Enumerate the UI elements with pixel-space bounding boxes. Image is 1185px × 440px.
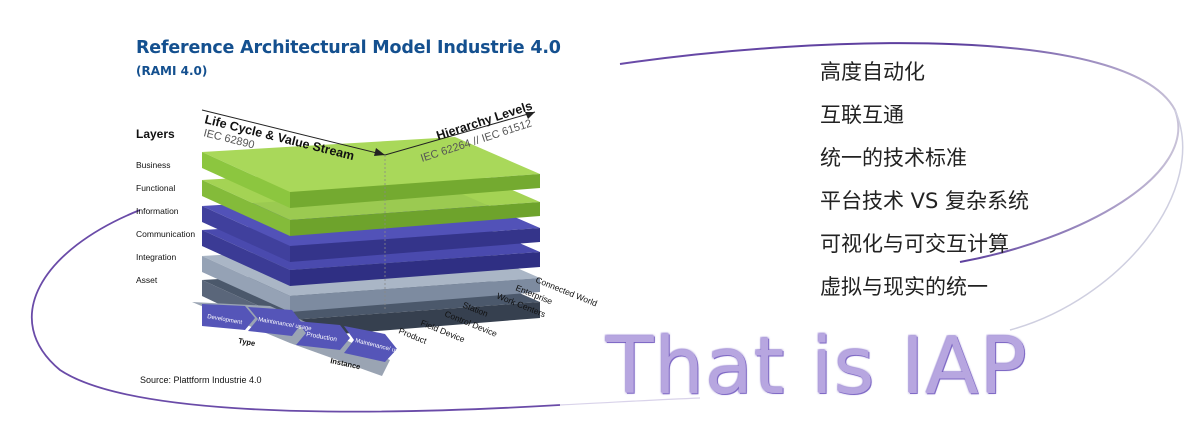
list-item: 虚拟与现实的统一 [820,275,988,299]
lifecycle-band: Development Maintenance/ usage Productio… [192,302,409,376]
ellipse-bottom-arc [559,397,701,406]
figure-source: Source: Plattform Industrie 4.0 [140,375,262,385]
ellipse-top-arc [619,42,1180,263]
layer-label-functional: Functional [136,183,176,193]
layer-label-integration: Integration [136,252,177,262]
ellipse-right-arc [1009,109,1184,331]
figure-title: Reference Architectural Model Industrie … [136,38,561,58]
stage-production [296,321,350,350]
layer-label-asset: Asset [136,275,158,285]
tagline: That is IAP [606,322,1028,412]
stage-development [202,304,255,330]
layer-label-information: Information [136,206,179,216]
stage-maintenance-instance [344,326,397,362]
type-label: Type [238,336,256,348]
layer-label-business: Business [136,160,171,170]
list-item: 可视化与可交互计算 [820,232,1009,256]
rami-diagram: Life Cycle & Value Stream IEC 62890 Hier… [192,99,599,376]
list-item: 统一的技术标准 [820,146,967,170]
feature-list: 高度自动化 互联互通 统一的技术标准 平台技术 VS 复杂系统 可视化与可交互计… [820,57,1029,315]
list-item: 平台技术 VS 复杂系统 [820,189,1030,213]
stage-maintenance-type [248,307,302,336]
list-item: 互联互通 [820,103,904,127]
figure-subtitle: (RAMI 4.0) [136,64,208,78]
ellipse-left-arc [31,209,561,413]
list-item: 高度自动化 [820,60,925,84]
layer-slab-business [202,137,540,208]
rami-figure: Life Cycle & Value Stream IEC 62890 Hier… [110,20,610,405]
layer-label-communication: Communication [136,229,196,239]
layers-title: Layers [136,127,175,141]
